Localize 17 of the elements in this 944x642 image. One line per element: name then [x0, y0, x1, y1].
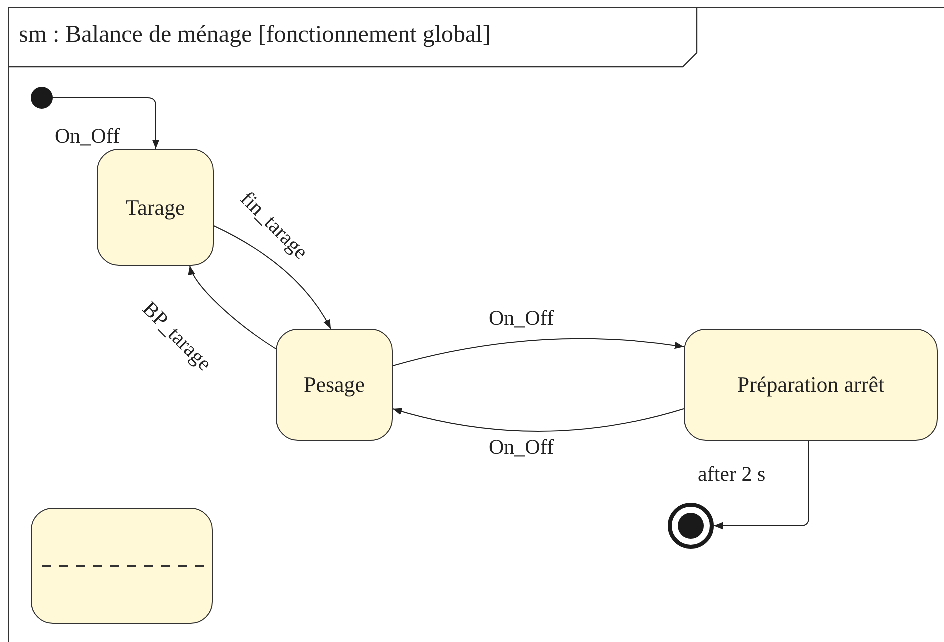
state-box [31, 508, 213, 624]
state-box: Préparation arrêt [684, 329, 938, 441]
transition-arrow [189, 266, 276, 350]
transition-arrow [392, 338, 684, 366]
transition-arrow [714, 440, 810, 530]
final-state [668, 503, 714, 549]
state-box: Tarage [97, 149, 214, 266]
initial-state [31, 87, 53, 109]
diagram-frame [8, 7, 944, 642]
edge-label: On_Off [487, 307, 556, 330]
edge-label: On_Off [487, 436, 556, 460]
state-box: Pesage [276, 329, 393, 441]
edge-label: On_Off [53, 125, 122, 148]
transition-arrow [214, 226, 332, 330]
transition-arrow [392, 408, 684, 432]
transition-arrow [52, 98, 160, 150]
frame-title: sm : Balance de ménage [fonctionnement global] [19, 22, 491, 49]
